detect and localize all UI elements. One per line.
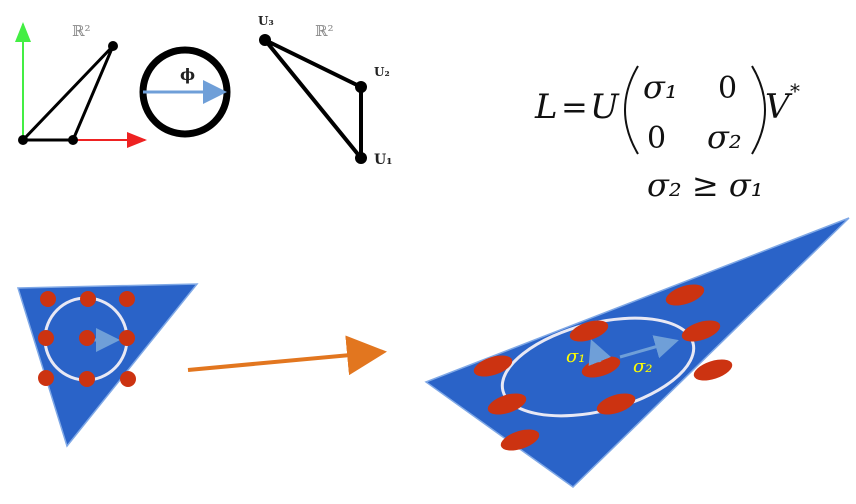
target-triangle: U₃ U₂ U₁ ℝ² — [258, 14, 392, 168]
source-triangle-blue — [16, 283, 199, 448]
vertex-dot — [259, 34, 271, 46]
vertex-label-u2: U₂ — [374, 65, 390, 79]
matrix-11: σ₁ — [643, 68, 678, 106]
sigma2-label: σ₂ — [633, 356, 653, 377]
vertex-label-u3: U₃ — [258, 14, 274, 28]
matrix-21: 0 — [647, 121, 666, 156]
triangle-outline — [19, 44, 115, 142]
sample-dot — [119, 330, 135, 346]
eq-equals: = — [561, 88, 588, 126]
sample-dot — [80, 291, 96, 307]
sample-ellipse — [473, 355, 513, 377]
sample-dot — [38, 370, 54, 386]
phi-circle: ϕ — [139, 46, 231, 138]
sigma2-arrow — [619, 335, 679, 359]
vertex-dot — [108, 41, 118, 51]
left-paren — [624, 65, 639, 155]
vertex-dot — [18, 135, 28, 145]
triangle-outline — [263, 38, 363, 164]
sample-ellipse — [569, 320, 609, 342]
svd-equation: L = U σ₁ 0 0 σ₂ V * σ₂ ≥ σ₁ — [534, 65, 800, 204]
space-label-r2: ℝ² — [72, 22, 90, 40]
sigma1-arrow — [588, 339, 611, 366]
eq-v: V — [765, 87, 793, 127]
sample-ellipse — [487, 393, 527, 415]
vertex-dot — [355, 152, 367, 164]
sample-dot — [119, 291, 135, 307]
sample-ellipse — [596, 393, 636, 415]
sample-ellipse — [500, 429, 540, 451]
mapping-arrow — [187, 335, 387, 376]
blue-triangle — [16, 283, 199, 448]
source-triangle-2d: ℝ² — [14, 22, 147, 148]
eq-lhs: L — [534, 87, 558, 127]
sample-dot — [79, 371, 95, 387]
sample-ellipse — [681, 320, 721, 342]
eq-condition: σ₂ ≥ σ₁ — [647, 166, 764, 204]
matrix-22: σ₂ — [707, 118, 742, 156]
sample-dot — [40, 291, 56, 307]
eq-star: * — [790, 79, 800, 103]
target-triangle-blue: σ₁ σ₂ — [424, 217, 850, 488]
eq-u: U — [590, 87, 620, 127]
sample-dot — [79, 330, 95, 346]
vertex-label-u1: U₁ — [374, 152, 392, 168]
vertex-dot — [355, 81, 367, 93]
vertex-dot — [68, 135, 78, 145]
right-paren — [751, 65, 766, 155]
sample-ellipse — [665, 284, 705, 306]
sample-ellipse — [693, 359, 733, 381]
matrix-12: 0 — [718, 71, 737, 106]
sigma1-label: σ₁ — [566, 346, 586, 367]
phi-label: ϕ — [180, 65, 195, 84]
sample-dot — [38, 330, 54, 346]
sample-dot — [120, 371, 136, 387]
space-label-r2: ℝ² — [315, 22, 333, 40]
